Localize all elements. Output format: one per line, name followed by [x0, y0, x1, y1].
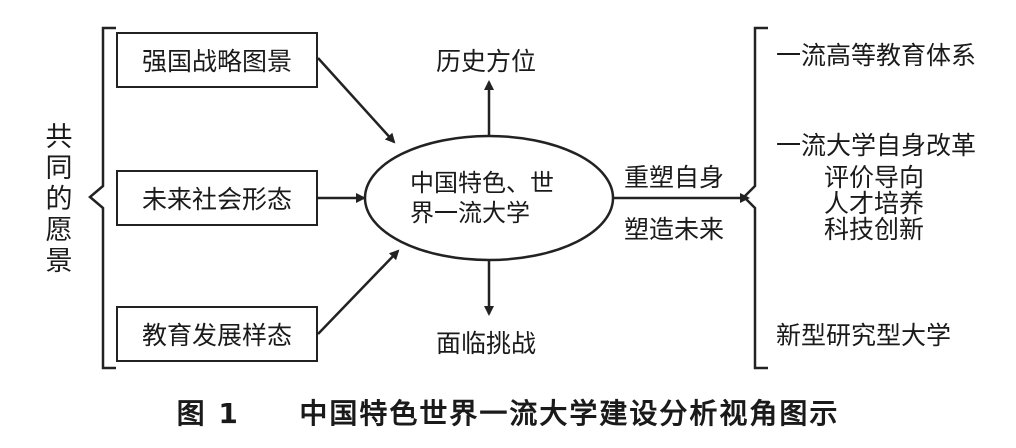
- shared-vision-label: 共同的愿景: [45, 122, 73, 277]
- arrow-top-box: [317, 57, 396, 144]
- label-reshape-self: 重塑自身: [624, 163, 725, 192]
- item-research-university: 新型研究型大学: [776, 321, 952, 350]
- figure-title: 中国特色世界一流大学建设分析视角图示: [299, 397, 840, 430]
- item-higher-ed-system: 一流高等教育体系: [776, 41, 977, 70]
- figure-caption: 图 1 中国特色世界一流大学建设分析视角图示: [0, 392, 1016, 432]
- ellipse-line-2: 界一流大学: [410, 199, 530, 227]
- arrow-bottom-box: [317, 249, 400, 335]
- subitem-innovation: 科技创新: [824, 215, 925, 244]
- subitem-evaluation: 评价导向: [824, 163, 925, 192]
- left-brace: [88, 26, 116, 370]
- box-strategy-vision-text: 强国战略图景: [141, 47, 292, 76]
- box-education-development-text: 教育发展样态: [141, 321, 292, 350]
- label-historical-position: 历史方位: [436, 47, 537, 76]
- ellipse-line-1: 中国特色、世: [410, 169, 554, 197]
- subitem-talent: 人才培养: [824, 189, 925, 218]
- ellipse-text: 中国特色、世 界一流大学: [410, 168, 554, 228]
- label-shape-future: 塑造未来: [624, 215, 725, 244]
- box-education-development: 教育发展样态: [116, 306, 318, 362]
- box-strategy-vision: 强国战略图景: [116, 32, 318, 88]
- box-future-society-text: 未来社会形态: [141, 185, 292, 214]
- item-university-reform: 一流大学自身改革: [776, 131, 977, 160]
- box-future-society: 未来社会形态: [116, 170, 318, 226]
- figure-number: 图 1: [176, 397, 240, 430]
- label-challenges: 面临挑战: [436, 329, 537, 358]
